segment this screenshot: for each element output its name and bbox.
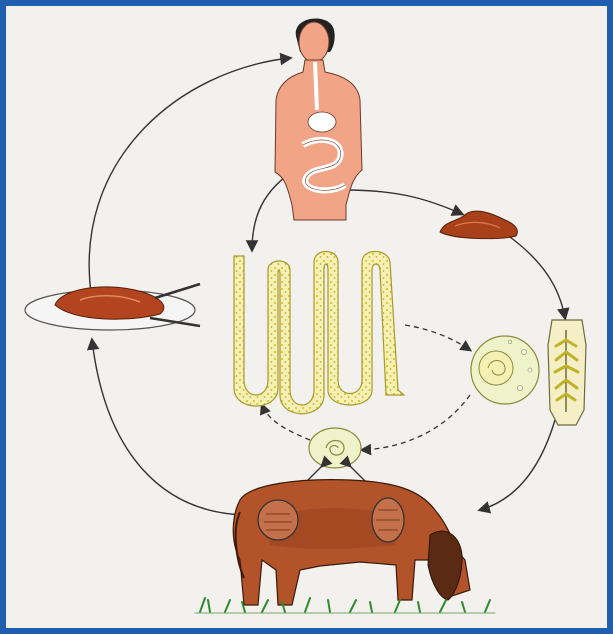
grass <box>195 598 495 613</box>
human-head <box>299 22 329 62</box>
arrow-worm-to-egg <box>405 325 470 350</box>
gravid-proglottid <box>548 320 586 425</box>
human-esophagus <box>315 62 317 110</box>
arrow-plate-to-human <box>89 58 290 300</box>
cysticercus <box>300 428 372 488</box>
arrow-feces-to-proglottid <box>500 230 565 318</box>
feces <box>440 211 517 239</box>
raw-meat-plate <box>25 284 200 330</box>
arrow-egg-to-cysticercus <box>362 395 470 450</box>
cow-cyst-left <box>258 500 298 540</box>
human-stomach <box>308 112 336 132</box>
egg <box>471 336 539 404</box>
cattle-host <box>233 480 470 605</box>
knife <box>155 284 200 298</box>
arrow-proglottid-to-cow <box>480 420 555 510</box>
human-host <box>275 19 362 220</box>
arrow-cow-to-plate <box>92 340 250 515</box>
arrow-human-to-feces <box>345 190 462 214</box>
tapeworm-body <box>234 252 404 414</box>
adult-tapeworm <box>234 252 404 414</box>
